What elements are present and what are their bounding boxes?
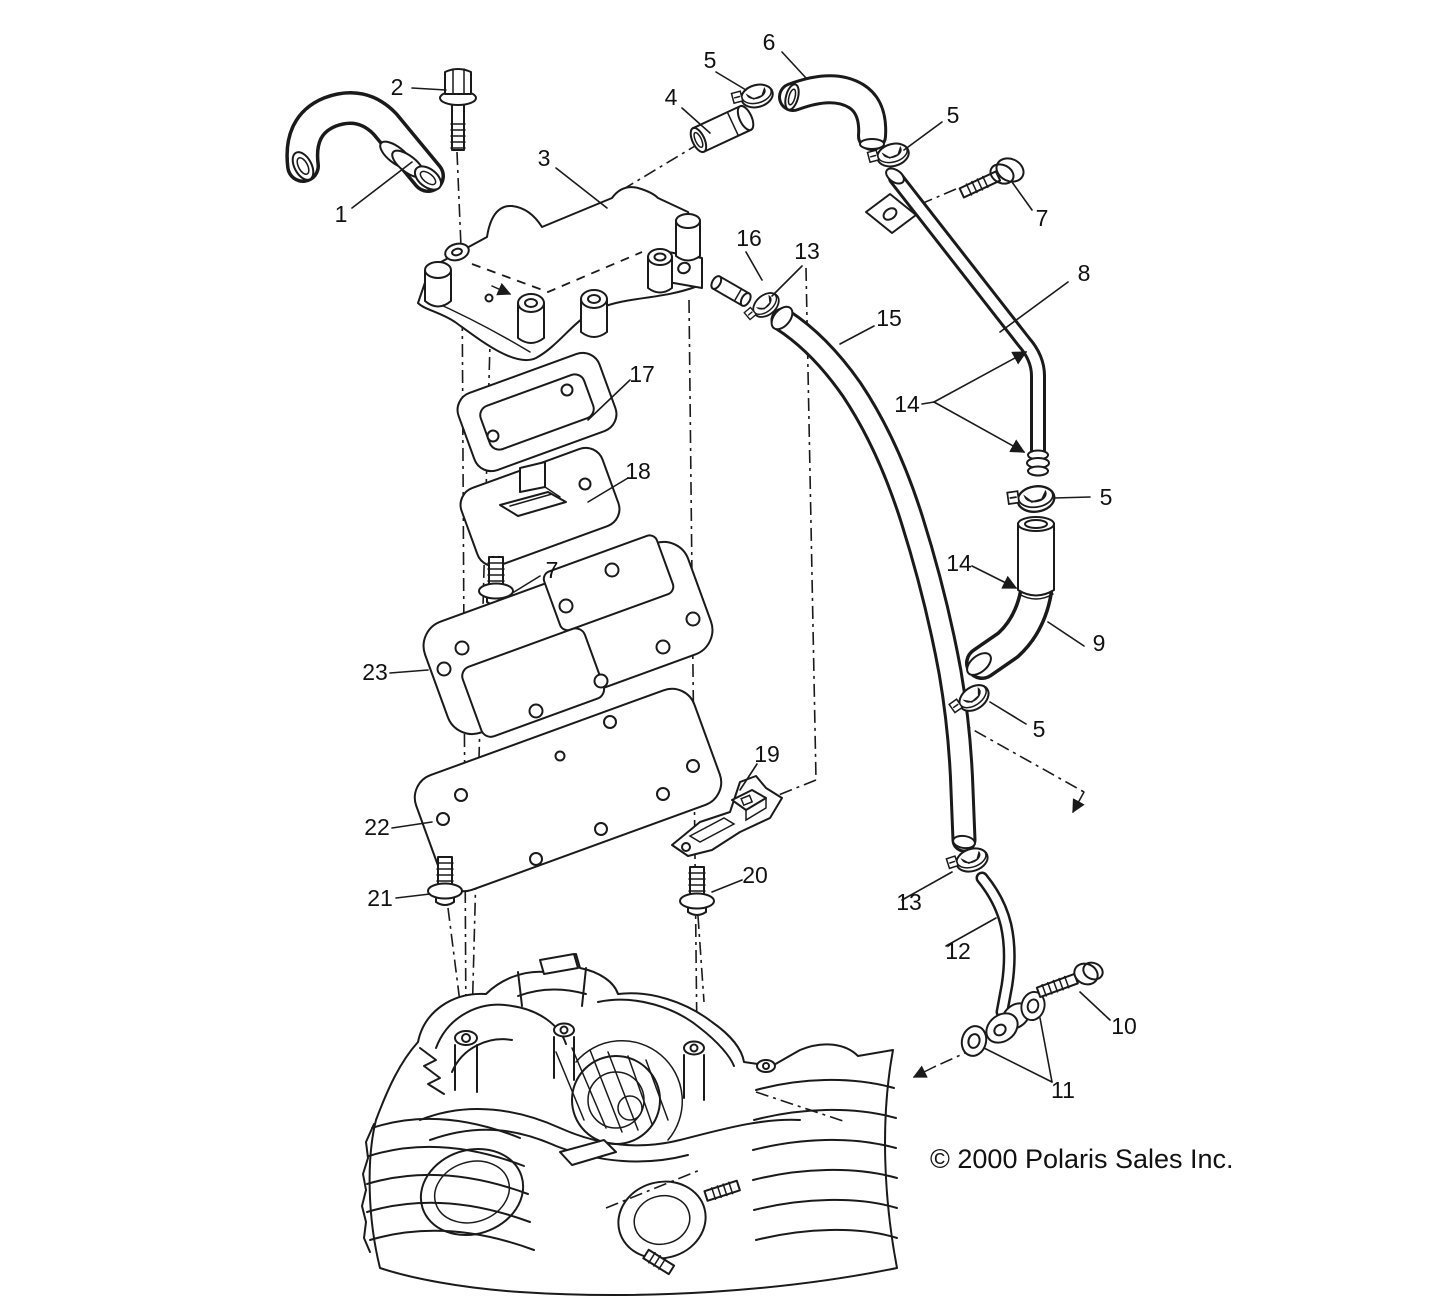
drain-hose [770, 305, 977, 853]
callout-7a: 7 [1036, 205, 1049, 231]
breather-fitting [689, 104, 755, 154]
hatching [555, 1047, 669, 1133]
cover-bolt [439, 68, 477, 151]
callout-5d: 5 [1033, 716, 1046, 742]
callout-10: 10 [1111, 1013, 1137, 1039]
callout-17: 17 [629, 361, 655, 387]
valve-cover-gasket [422, 534, 714, 738]
elbow-hose [778, 74, 888, 151]
callout-21: 21 [367, 885, 393, 911]
callout-11: 11 [1051, 1077, 1075, 1103]
callout-labels: 1 2 3 4 5 6 5 7 8 16 13 15 14 5 14 9 5 1… [335, 29, 1137, 1103]
exhaust-stud [703, 1179, 741, 1202]
callout-19: 19 [754, 741, 780, 767]
callout-2: 2 [391, 74, 404, 100]
callout-1: 1 [335, 201, 348, 227]
cooling-fins-right [752, 1079, 898, 1241]
callout-14b: 14 [946, 550, 972, 576]
breather-gasket [456, 351, 618, 473]
hose-bracket [671, 775, 783, 857]
hose-clamp-5 [1005, 482, 1058, 517]
exhaust-stud [642, 1248, 676, 1276]
copyright-notice: © 2000 Polaris Sales Inc. [930, 1144, 1234, 1174]
sealing-washer [957, 1022, 991, 1060]
callout-3: 3 [538, 145, 551, 171]
callout-8: 8 [1078, 260, 1091, 286]
leader-lines [351, 51, 1111, 1083]
cylinder-head [361, 953, 898, 1296]
tube-mount-tab [865, 193, 917, 234]
reed-valve-plate [459, 446, 621, 568]
vent-tube [865, 167, 1050, 477]
callout-16: 16 [736, 225, 762, 251]
callout-13b: 13 [896, 889, 922, 915]
valve-cover [417, 186, 703, 361]
bracket-bolt [679, 866, 715, 916]
callout-7b: 7 [546, 557, 559, 583]
drain-elbow [965, 575, 1053, 680]
callout-22: 22 [364, 814, 390, 840]
callout-15: 15 [876, 305, 902, 331]
callout-5a: 5 [704, 47, 717, 73]
callout-9: 9 [1093, 630, 1106, 656]
breather-nipple [710, 275, 752, 307]
callout-18: 18 [625, 458, 651, 484]
callout-5c: 5 [1100, 484, 1113, 510]
tube-segment [1017, 516, 1055, 600]
cooling-fins-left [361, 1117, 535, 1253]
callout-14a: 14 [894, 391, 920, 417]
tab-bolt [958, 157, 1025, 199]
callout-4: 4 [665, 84, 678, 110]
breather-plate [413, 687, 723, 893]
banjo-bolt [1035, 961, 1104, 999]
breather-hose [285, 91, 445, 193]
callout-12: 12 [945, 938, 971, 964]
callout-13a: 13 [794, 238, 820, 264]
callout-5b: 5 [947, 102, 960, 128]
callout-20: 20 [742, 862, 768, 888]
callout-23: 23 [362, 659, 388, 685]
drain-tube [975, 871, 1031, 1044]
callout-6: 6 [763, 29, 776, 55]
